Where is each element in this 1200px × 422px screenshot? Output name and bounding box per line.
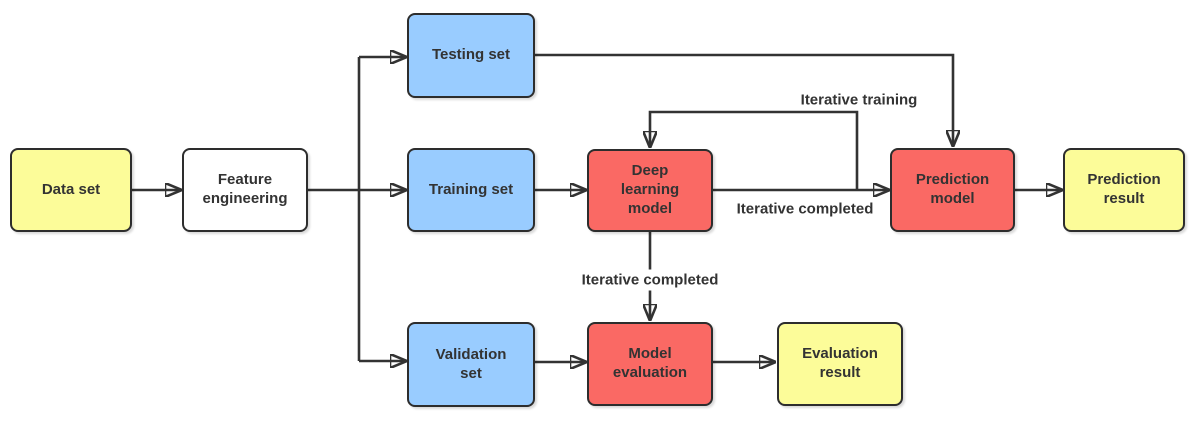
node-validation-set-label: Validation set <box>435 345 507 382</box>
node-deep-learning-model: Deep learning model <box>587 149 713 232</box>
node-prediction-result-label: Prediction result <box>1087 171 1161 207</box>
node-feature-engineering-label: Feature engineering <box>202 171 288 207</box>
edge-iterative-training-loop <box>650 110 859 190</box>
node-prediction-result: Prediction result <box>1063 148 1185 232</box>
node-model-evaluation: Model evaluation <box>587 322 713 406</box>
node-prediction-model: Prediction model <box>890 148 1015 232</box>
node-evaluation-result-label: Evaluation result <box>802 345 878 381</box>
node-model-evaluation-label: Model evaluation <box>612 345 688 381</box>
node-prediction-model-label: Prediction model <box>915 171 990 207</box>
node-feature-engineering: Feature engineering <box>182 148 308 232</box>
edge-label-iterative-training: Iterative training <box>800 91 918 109</box>
node-validation-set: Validation set <box>407 322 535 407</box>
node-evaluation-result: Evaluation result <box>777 322 903 406</box>
edge-label-iterative-completed-main: Iterative completed <box>736 200 874 218</box>
edge-label-iterative-completed-eval: Iterative completed <box>576 269 724 291</box>
node-deep-learning-model-label: Deep learning model <box>620 162 680 217</box>
node-data-set-label: Data set <box>41 180 101 198</box>
node-data-set: Data set <box>10 148 132 232</box>
node-testing-set-label: Testing set <box>431 46 511 64</box>
node-training-set-label: Training set <box>428 180 514 198</box>
node-training-set: Training set <box>407 148 535 232</box>
edge-testing-set-to-prediction-model <box>535 53 953 146</box>
node-testing-set: Testing set <box>407 13 535 98</box>
